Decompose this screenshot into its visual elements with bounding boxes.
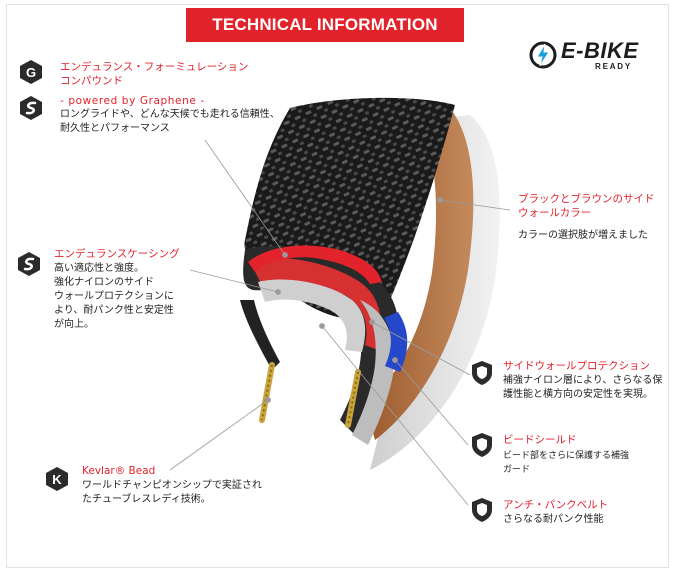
- endurance-casing-hex-icon: [18, 252, 40, 276]
- right-bead-dots: [347, 371, 359, 426]
- compound-heading: エンデュランス・フォーミュレーション コンパウンド: [60, 61, 249, 87]
- shield-icon: [472, 498, 492, 522]
- compound-body: ロングライドや、どんな天候でも走れる信頼性、 耐久性とパフォーマンス: [60, 109, 280, 134]
- red-protection-strip: [248, 245, 382, 284]
- sidewall-protection-heading: サイドウォールプロテクション: [503, 360, 650, 372]
- svg-text:K: K: [52, 472, 62, 487]
- sidewall-color-body: カラーの選択肢が増えました: [518, 230, 648, 241]
- inner-casing: [352, 300, 395, 445]
- casing-body: 高い適応性と強度。 強化ナイロンのサイド ウォールプロテクションに より、耐パン…: [54, 263, 174, 330]
- graphene-subheading: - powered by Graphene -: [60, 95, 205, 107]
- lightning-bolt-icon: [529, 41, 557, 69]
- svg-text:G: G: [26, 65, 36, 80]
- content-frame: [6, 4, 669, 568]
- ebike-ready-badge: E-BIKE READY: [528, 38, 658, 74]
- shield-icon: [472, 361, 492, 385]
- casing-grey-layer: [258, 279, 366, 352]
- graphene-g-hex-icon: G: [20, 60, 42, 84]
- kevlar-k-hex-icon: K: [46, 467, 68, 491]
- anti-puncture-body: さらなる耐パンク性能: [503, 514, 604, 525]
- left-bead-dots: [261, 364, 273, 421]
- casing-heading: エンデュランスケーシング: [54, 248, 180, 260]
- ready-label: READY: [595, 62, 633, 71]
- anti-puncture-heading: アンチ・パンクベルト: [503, 499, 609, 511]
- brown-sidewall: [365, 108, 474, 440]
- bead-shield-body: ビード部をさらに保護する補強 ガード: [503, 451, 630, 475]
- sidewall-protection-body: 補強ナイロン層により、さらなる保 護性能と横方向の安定性を実現。: [503, 375, 663, 400]
- kevlar-heading: Kevlar® Bead: [82, 465, 156, 477]
- blue-bead-shield: [384, 312, 408, 372]
- left-casing-fold: [240, 300, 280, 370]
- shield-icon: [472, 433, 492, 457]
- left-bead: [259, 362, 275, 423]
- endurance-s-hex-icon: [20, 96, 42, 120]
- page-title: TECHNICAL INFORMATION: [186, 8, 464, 42]
- bead-shield-heading: ビードシールド: [503, 434, 577, 446]
- sidewall-color-heading: ブラックとブラウンのサイド ウォールカラー: [518, 193, 655, 219]
- ebike-label: E-BIKE: [561, 38, 639, 63]
- kevlar-body: ワールドチャンピオンシップで実証され たチューブレスレディ技術。: [82, 480, 262, 505]
